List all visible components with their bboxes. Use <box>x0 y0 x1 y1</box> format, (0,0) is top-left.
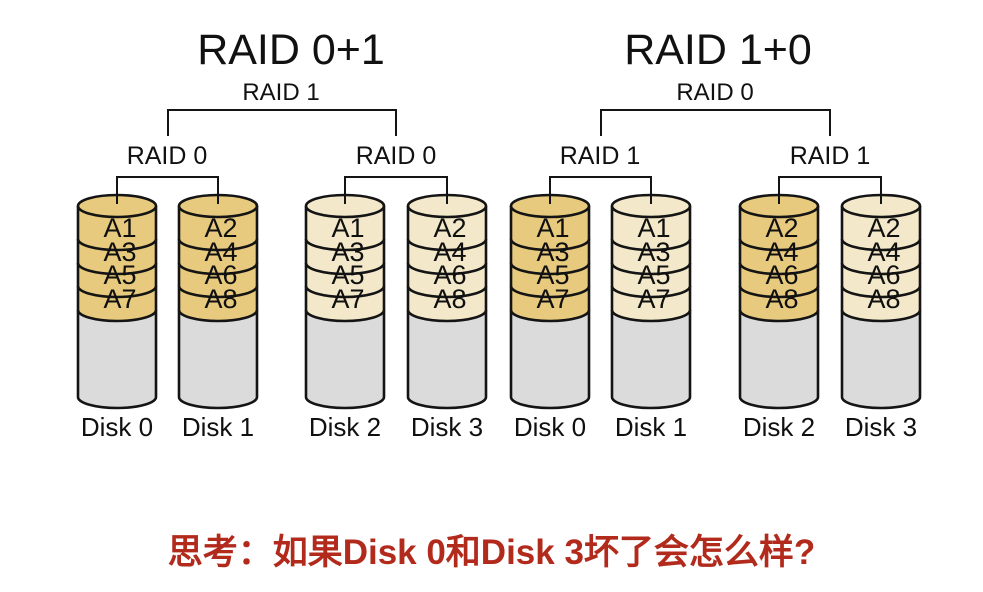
raid-0plus1-pair-bracket-2 <box>344 176 448 204</box>
block-label: A8 <box>204 284 237 314</box>
block-label: A6 <box>867 260 900 290</box>
disk-cylinder-icon: A1 A3 A5 A7 <box>76 193 158 410</box>
raid01-disk-3: A2 A4 A6 A8 Disk 3 <box>405 193 489 443</box>
block-label: A2 <box>204 213 237 243</box>
disk-cylinder-icon: A1 A3 A5 A7 <box>610 193 692 410</box>
block-label: A6 <box>204 260 237 290</box>
disk-name-label: Disk 0 <box>80 412 154 442</box>
block-label: A5 <box>103 260 136 290</box>
block-label: A5 <box>637 260 670 290</box>
block-label: A1 <box>103 213 136 243</box>
block-label: A7 <box>331 284 364 314</box>
block-label: A6 <box>765 260 798 290</box>
block-label: A3 <box>103 237 136 267</box>
block-label: A8 <box>765 284 798 314</box>
raid10-disk-2: A2 A4 A6 A8 Disk 2 <box>737 193 821 443</box>
block-label: A4 <box>867 237 900 267</box>
raid-0plus1-subgroup-2-label: RAID 0 <box>355 142 437 170</box>
block-label: A8 <box>867 284 900 314</box>
disk-name-label: Disk 1 <box>614 412 688 442</box>
block-label: A3 <box>536 237 569 267</box>
block-label: A2 <box>867 213 900 243</box>
block-label: A4 <box>204 237 237 267</box>
block-label: A1 <box>536 213 569 243</box>
disk-name-label: Disk 2 <box>308 412 382 442</box>
raid-1plus0-pair-bracket-1 <box>549 176 652 204</box>
block-label: A7 <box>103 284 136 314</box>
raid10-disk-1: A1 A3 A5 A7 Disk 1 <box>609 193 693 443</box>
raid-0plus1-title: RAID 0+1 <box>197 26 385 74</box>
raid01-disk-0: A1 A3 A5 A7 Disk 0 <box>75 193 159 443</box>
block-label: A6 <box>433 260 466 290</box>
block-label: A1 <box>637 213 670 243</box>
disk-name-label: Disk 0 <box>513 412 587 442</box>
disk-cylinder-icon: A1 A3 A5 A7 <box>304 193 386 410</box>
raid-1plus0-subgroup-2-label: RAID 1 <box>789 142 871 170</box>
disk-name-label: Disk 3 <box>844 412 918 442</box>
disk-cylinder-icon: A2 A4 A6 A8 <box>406 193 488 410</box>
block-label: A3 <box>331 237 364 267</box>
raid-0plus1-subgroup-1-label: RAID 0 <box>126 142 208 170</box>
disk-name-label: Disk 3 <box>410 412 484 442</box>
disk-name-label: Disk 2 <box>742 412 816 442</box>
disk-name-label: Disk 1 <box>181 412 255 442</box>
raid-0plus1-top-bracket <box>167 109 397 136</box>
question-caption: 思考：如果Disk 0和Disk 3坏了会怎么样? <box>167 533 816 572</box>
block-label: A5 <box>331 260 364 290</box>
block-label: A4 <box>433 237 466 267</box>
raid-1plus0-top-level-label: RAID 0 <box>676 79 754 106</box>
raid-1plus0-top-bracket <box>600 109 831 136</box>
disk-cylinder-icon: A2 A4 A6 A8 <box>840 193 922 410</box>
disk-cylinder-icon: A2 A4 A6 A8 <box>177 193 259 410</box>
block-label: A4 <box>765 237 798 267</box>
raid01-disk-2: A1 A3 A5 A7 Disk 2 <box>303 193 387 443</box>
block-label: A1 <box>331 213 364 243</box>
block-label: A2 <box>433 213 466 243</box>
disk-cylinder-icon: A2 A4 A6 A8 <box>738 193 820 410</box>
raid01-disk-1: A2 A4 A6 A8 Disk 1 <box>176 193 260 443</box>
block-label: A8 <box>433 284 466 314</box>
block-label: A5 <box>536 260 569 290</box>
raid-1plus0-subgroup-1-label: RAID 1 <box>559 142 641 170</box>
disk-cylinder-icon: A1 A3 A5 A7 <box>509 193 591 410</box>
block-label: A3 <box>637 237 670 267</box>
raid-0plus1-top-level-label: RAID 1 <box>242 79 320 106</box>
block-label: A2 <box>765 213 798 243</box>
raid-1plus0-title: RAID 1+0 <box>624 26 812 74</box>
block-label: A7 <box>536 284 569 314</box>
raid-1plus0-pair-bracket-2 <box>778 176 882 204</box>
block-label: A7 <box>637 284 670 314</box>
raid10-disk-0: A1 A3 A5 A7 Disk 0 <box>508 193 592 443</box>
raid-0plus1-pair-bracket-1 <box>116 176 219 204</box>
raid10-disk-3: A2 A4 A6 A8 Disk 3 <box>839 193 923 443</box>
